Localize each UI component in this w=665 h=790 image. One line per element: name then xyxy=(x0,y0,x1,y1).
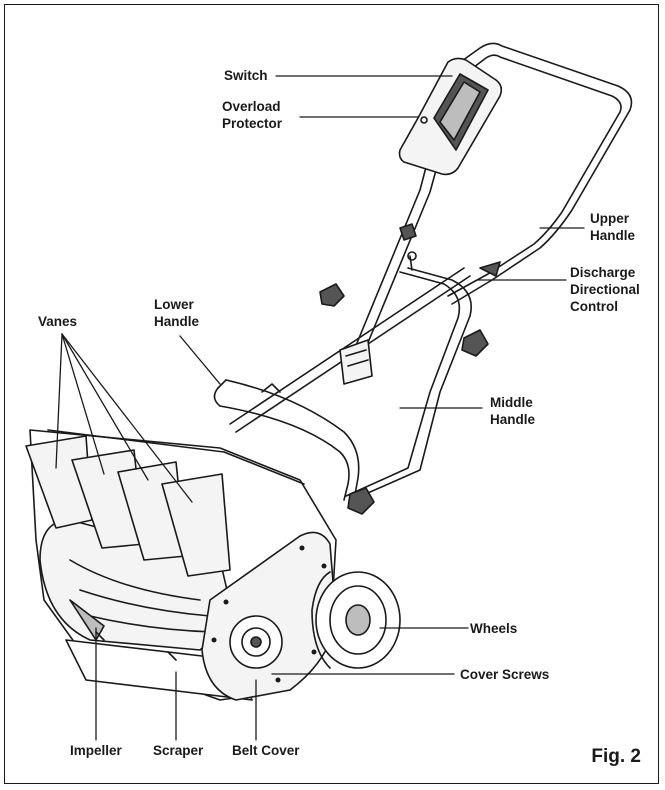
vanes xyxy=(25,435,231,577)
switch-box xyxy=(398,57,503,176)
belt-cover xyxy=(201,531,337,701)
figure-label: Fig. 2 xyxy=(591,746,641,767)
cover-screws xyxy=(211,545,331,683)
leader-lines xyxy=(55,75,585,741)
label-lower-handle: Lower Handle xyxy=(154,297,200,329)
label-middle-handle: Middle Handle xyxy=(490,395,536,427)
label-vanes: Vanes xyxy=(38,314,78,329)
label-discharge-directional-control: Discharge Directional Control xyxy=(570,265,640,314)
label-belt-cover: Belt Cover xyxy=(232,743,300,758)
label-upper-handle: Upper Handle xyxy=(590,211,636,243)
label-wheels: Wheels xyxy=(470,621,518,636)
middle-handle xyxy=(345,251,472,501)
lower-handle xyxy=(213,379,360,501)
label-scraper: Scraper xyxy=(153,743,204,758)
handle-knobs xyxy=(319,223,489,515)
cord-plug xyxy=(339,339,373,385)
label-impeller: Impeller xyxy=(70,743,122,758)
label-cover-screws: Cover Screws xyxy=(460,667,550,682)
wheel xyxy=(311,571,401,669)
label-overload-protector: Overload Protector xyxy=(222,99,283,131)
scraper xyxy=(65,631,253,701)
label-switch: Switch xyxy=(224,68,268,83)
